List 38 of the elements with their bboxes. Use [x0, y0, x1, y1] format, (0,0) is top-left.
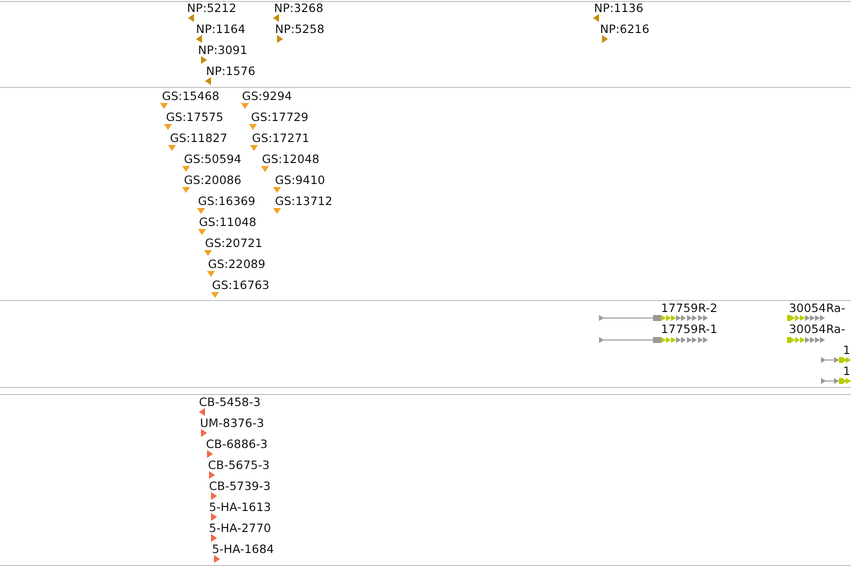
feature-label: CB-5739-3	[209, 479, 271, 493]
feature-label: GS:9294	[242, 89, 292, 103]
feature-label: 1	[843, 343, 850, 357]
feature-label: 5-HA-2770	[209, 521, 272, 535]
feature-label: GS:22089	[208, 257, 266, 271]
feature-label: GS:17729	[251, 110, 308, 124]
feature-label: GS:20086	[184, 173, 242, 187]
feature-label: GS:13712	[275, 194, 332, 208]
feature-label: NP:3091	[198, 43, 248, 57]
feature-label: NP:1164	[196, 22, 246, 36]
feature-label: NP:5212	[187, 1, 236, 15]
feature-label: GS:50594	[184, 152, 242, 166]
feature-label: GS:20721	[205, 236, 262, 250]
feature-label: 1	[843, 364, 850, 378]
feature-label: GS:16369	[198, 194, 256, 208]
feature-label: GS:17271	[252, 131, 310, 145]
feature-label: CB-5458-3	[199, 395, 261, 409]
feature-label: 30054Ra-	[789, 322, 846, 336]
feature-label: NP:3268	[274, 1, 324, 15]
feature-label: 17759R-2	[661, 301, 718, 315]
feature-label: NP:1136	[594, 1, 644, 15]
feature-label: 17759R-1	[661, 322, 718, 336]
feature-label: NP:1576	[206, 64, 256, 78]
feature-label: 30054Ra-	[789, 301, 846, 315]
feature-label: NP:5258	[275, 22, 324, 36]
feature-label: GS:11048	[199, 215, 256, 229]
feature-label: NP:6216	[600, 22, 650, 36]
feature-label: UM-8376-3	[200, 416, 264, 430]
feature-label: 5-HA-1613	[209, 500, 272, 514]
feature-label: 5-HA-1684	[212, 542, 274, 556]
feature-label: GS:16763	[212, 278, 270, 292]
feature-label: GS:15468	[162, 89, 220, 103]
feature-label: GS:9410	[275, 173, 326, 187]
feature-label: CB-6886-3	[206, 437, 268, 451]
feature-label: GS:11827	[170, 131, 228, 145]
feature-label: CB-5675-3	[208, 458, 270, 472]
feature-label: GS:12048	[262, 152, 320, 166]
feature-label: GS:17575	[166, 110, 224, 124]
